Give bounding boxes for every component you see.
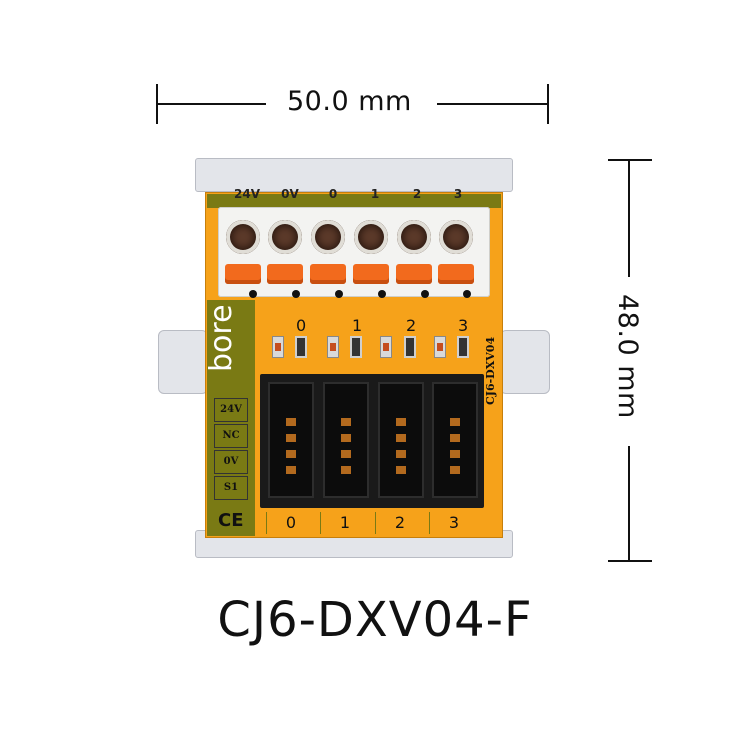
wire-entry-hole — [354, 220, 388, 254]
pin-legend-cell: 0V — [214, 450, 248, 474]
brand-logo: bore — [204, 304, 239, 372]
status-led — [327, 336, 339, 358]
polarity-dot — [292, 290, 300, 298]
wire-entry-hole — [226, 220, 260, 254]
width-dim-label: 50.0 mm — [287, 86, 412, 117]
release-lever — [310, 264, 346, 284]
board-top-strip — [207, 194, 501, 208]
polarity-dot — [463, 290, 471, 298]
width-dim-line-right — [437, 103, 549, 105]
terminal-label: 3 — [453, 187, 463, 201]
release-lever — [396, 264, 432, 284]
connector-label: 0 — [266, 512, 315, 534]
wire-entry-hole — [439, 220, 473, 254]
right-clip — [500, 330, 550, 394]
connector-socket — [268, 382, 314, 498]
polarity-dot — [249, 290, 257, 298]
terminal-label: 24V — [234, 187, 260, 201]
resistor — [350, 336, 362, 358]
resistor — [457, 336, 469, 358]
status-led — [380, 336, 392, 358]
terminal-label: 0 — [328, 187, 338, 201]
height-dim-bottom-tick — [608, 560, 652, 562]
pin-legend-cell: S1 — [214, 476, 248, 500]
height-dim-top-tick — [608, 159, 652, 161]
terminal-label: 0V — [281, 187, 299, 201]
release-lever — [438, 264, 474, 284]
connector-socket — [432, 382, 478, 498]
pin-legend-cell: NC — [214, 424, 248, 448]
led-channel-label: 1 — [352, 316, 363, 335]
resistor — [295, 336, 307, 358]
top-rail — [195, 158, 513, 192]
height-dim-line-top — [628, 159, 630, 277]
connector-housing — [260, 374, 484, 508]
status-led — [434, 336, 446, 358]
terminal-label: 1 — [370, 187, 380, 201]
status-led — [272, 336, 284, 358]
connector-label: 1 — [320, 512, 369, 534]
resistor — [404, 336, 416, 358]
led-channel-label: 2 — [406, 316, 417, 335]
connector-socket — [323, 382, 369, 498]
release-lever — [353, 264, 389, 284]
connector-label: 2 — [375, 512, 424, 534]
polarity-dot — [335, 290, 343, 298]
led-channel-label: 3 — [458, 316, 469, 335]
left-clip — [158, 330, 208, 394]
polarity-dot — [421, 290, 429, 298]
wire-entry-hole — [397, 220, 431, 254]
ce-mark: CE — [218, 510, 244, 531]
pin-legend-cell: 24V — [214, 398, 248, 422]
board-model-label: CJ6-DXV04 — [484, 336, 497, 405]
width-dim-line-left — [156, 103, 266, 105]
connector-socket — [378, 382, 424, 498]
pin-legend: 24V NC 0V S1 — [214, 398, 248, 502]
release-lever — [267, 264, 303, 284]
release-lever — [225, 264, 261, 284]
led-channel-label: 0 — [296, 316, 307, 335]
wire-entry-hole — [268, 220, 302, 254]
wire-entry-hole — [311, 220, 345, 254]
terminal-label: 2 — [412, 187, 422, 201]
product-model-title: CJ6-DXV04-F — [217, 592, 533, 648]
connector-label: 3 — [429, 512, 478, 534]
height-dim-label: 48.0 mm — [612, 294, 643, 419]
height-dim-line-bottom — [628, 446, 630, 561]
polarity-dot — [378, 290, 386, 298]
